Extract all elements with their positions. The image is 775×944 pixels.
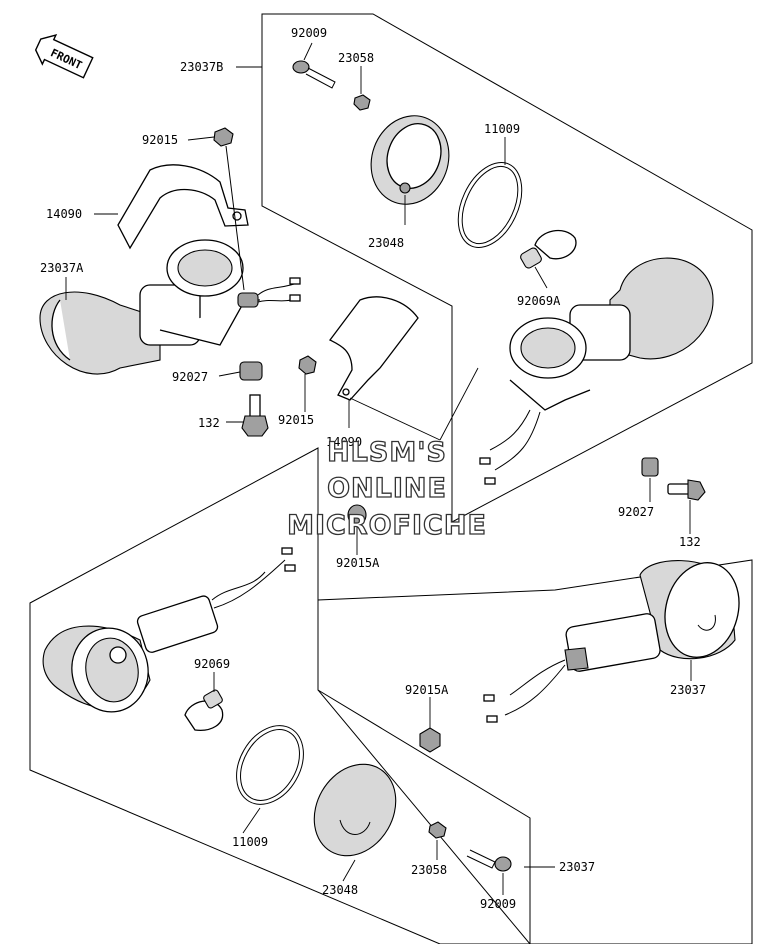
watermark-line-2: ONLINE: [327, 473, 447, 504]
bolt-132-right: [667, 479, 706, 501]
screw-92009-top: [292, 60, 336, 89]
label-23058-bottom: 23058: [411, 863, 447, 877]
turn-signal-23037: [483, 560, 740, 723]
screw-92009-bottom: [466, 849, 512, 872]
label-23058-top: 23058: [338, 51, 374, 65]
bracket-14090-left: [117, 164, 249, 250]
label-14090-mid: 14090: [326, 435, 362, 449]
leader-lines: [65, 42, 692, 895]
label-92009-bottom: 92009: [480, 897, 516, 911]
label-92069: 92069: [194, 657, 230, 671]
label-23037b: 23037B: [180, 60, 223, 74]
label-92009-top: 92009: [291, 26, 327, 40]
turn-signal-lower-left: [42, 547, 296, 713]
watermark-line-1: HLSM'S: [327, 437, 447, 468]
bracket-14090-mid: [329, 296, 419, 401]
upper-right-group-outline: [261, 13, 753, 523]
collar-92027-right: [641, 457, 659, 477]
label-92069a: 92069A: [517, 294, 561, 308]
lens-housing-23048-top: [370, 115, 450, 205]
turn-signal-23037b: [479, 257, 714, 485]
label-23048-bottom: 23048: [322, 883, 358, 897]
lower-right-group-outline: [317, 559, 753, 944]
bulb-92069a: [520, 229, 577, 269]
lens-23048-bottom: [313, 763, 397, 857]
label-11009-bottom: 11009: [232, 835, 268, 849]
turn-signal-23037a: [39, 239, 301, 375]
front-arrow-icon: FRONT: [34, 34, 94, 79]
washer-92015a-mid: [347, 504, 367, 526]
bulb-92069: [184, 689, 224, 731]
label-92027-right: 92027: [618, 505, 654, 519]
label-23037-right: 23037: [670, 683, 706, 697]
label-92015a-bottom: 92015A: [405, 683, 449, 697]
watermark: HLSM'S ONLINE MICROFICHE: [286, 436, 487, 541]
label-14090-left: 14090: [46, 207, 82, 221]
bolt-132-left: [241, 394, 269, 437]
label-92015-mid: 92015: [278, 413, 314, 427]
label-23048-top: 23048: [368, 236, 404, 250]
label-92027-left: 92027: [172, 370, 208, 384]
nut-23058-top: [353, 94, 371, 111]
collar-92027-left: [239, 361, 263, 381]
label-92015-top: 92015: [142, 133, 178, 147]
label-132-right: 132: [679, 535, 701, 549]
gasket-11009-bottom: [236, 725, 304, 805]
nut-92015-mid: [298, 355, 317, 375]
label-11009-top: 11009: [484, 122, 520, 136]
nut-23058-bottom: [428, 821, 447, 839]
label-23037a: 23037A: [40, 261, 84, 275]
nut-92015-top: [213, 127, 234, 147]
lower-left-group-outline: [29, 447, 531, 944]
gasket-11009-top: [457, 162, 523, 248]
watermark-line-3: MICROFICHE: [287, 510, 487, 541]
label-132-left: 132: [198, 416, 220, 430]
label-92015a-mid: 92015A: [336, 556, 380, 570]
nut-92015a-bottom: [419, 727, 441, 753]
part-labels: 23037B 92009 23058 11009 92015 14090 230…: [40, 26, 706, 911]
label-23037-bottom: 23037: [559, 860, 595, 874]
